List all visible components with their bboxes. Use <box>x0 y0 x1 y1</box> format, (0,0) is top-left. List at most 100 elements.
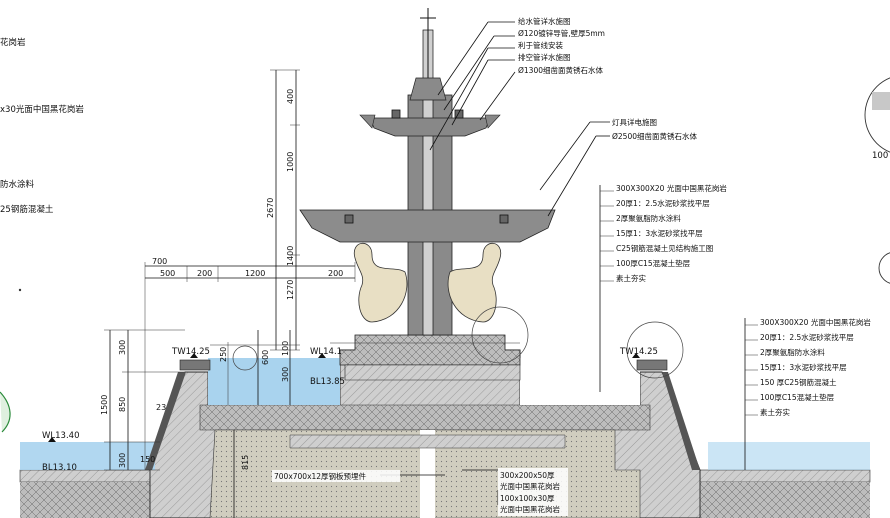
callout-embed-plate: 700x700x12厚钢板预埋件 <box>274 471 367 481</box>
callout-stone-1a: 300x200x50厚 <box>500 471 555 480</box>
lower-bowl <box>299 209 556 243</box>
dim-200b: 200 <box>328 269 343 278</box>
right-slope-stone <box>662 372 700 470</box>
right-layer-list: 300X300X20 光面中国黑花岗岩 20厚1：2.5水泥砂浆找平层 2厚聚氨… <box>745 317 871 417</box>
water-bodies <box>20 358 870 470</box>
stepped-plinth <box>339 334 521 381</box>
center-layer-7: 素土夯实 <box>616 273 646 283</box>
dim-100: 100 <box>281 341 290 356</box>
dim-815: 815 <box>241 455 250 470</box>
right-detail-fill <box>872 92 890 110</box>
dim-1500: 1500 <box>100 395 109 415</box>
center-layer-2: 20厚1：2.5水泥砂浆找平层 <box>616 198 710 208</box>
inner-water-left <box>208 358 340 405</box>
dim-700: 700 <box>152 257 167 266</box>
dim-1270: 1270 <box>286 280 295 300</box>
right-layer-1: 300X300X20 光面中国黑花岗岩 <box>760 317 871 327</box>
upper-bowl-lip-left <box>359 114 376 129</box>
right-dim-text: 100 <box>872 151 888 161</box>
center-layer-1: 300X300X20 光面中国黑花岗岩 <box>616 183 727 193</box>
nozzle-1 <box>391 109 401 119</box>
callout-stone-1b: 光面中国黑花岗岩 <box>500 481 560 491</box>
inner-basin-slab <box>199 404 651 431</box>
callout-top-4: 排空管详水施图 <box>518 52 571 62</box>
right-layer-4: 15厚1：3水泥砂浆找平层 <box>760 362 847 372</box>
dim-200a: 200 <box>197 269 212 278</box>
outer-pool-floor-right <box>699 469 871 483</box>
left-slope-stone <box>145 372 186 470</box>
plinth-step-2 <box>344 364 521 381</box>
callout-stone-2b: 光面中国黑花岗岩 <box>500 504 560 514</box>
right-layer-6: 100厚C15混凝土垫层 <box>760 392 835 402</box>
level-tw-right: TW14.25 <box>619 347 658 357</box>
right-layer-2: 20厚1：2.5水泥砂浆找平层 <box>760 332 854 342</box>
upper-bowl-lip-right <box>484 114 501 129</box>
dim-23: 23 <box>156 403 166 412</box>
nozzle-3 <box>344 214 354 224</box>
dim-150: 150 <box>140 455 155 464</box>
right-detail-circle-2 <box>878 252 890 284</box>
dim-600: 600 <box>261 350 270 365</box>
right-edge-fragment: 100 <box>864 77 890 284</box>
right-detail-circle <box>864 77 890 153</box>
dim-300a: 300 <box>118 340 127 355</box>
outer-pool-slab-left <box>20 482 160 518</box>
callout-mid-1: 灯具详电施图 <box>612 117 657 127</box>
dim-300c: 300 <box>118 453 127 468</box>
pipe-trench <box>289 434 566 449</box>
center-layer-3: 2厚聚氨脂防水涂料 <box>616 213 681 223</box>
left-label-3: 防水涂料 <box>0 179 35 190</box>
center-layer-list: 300X300X20 光面中国黑花岗岩 20厚1：2.5水泥砂浆找平层 2厚聚氨… <box>600 183 727 283</box>
bottom-callouts: 700x700x12厚钢板预埋件 300x200x50厚 光面中国黑花岗岩 10… <box>272 468 568 516</box>
right-layer-7: 素土夯实 <box>760 407 790 417</box>
level-wl-outer: WL13.40 <box>42 431 79 441</box>
dim-1000: 1000 <box>286 152 295 172</box>
level-bl-outer: BL13.10 <box>42 463 77 473</box>
callout-mid-2: Ø2500细凿面黄锈石水体 <box>612 131 697 141</box>
upper-bowl <box>369 117 491 137</box>
detail-circle-center <box>471 306 529 364</box>
left-label-2: x30光面中国黑花岗岩 <box>0 104 84 115</box>
callout-stone-2a: 100x100x30厚 <box>500 494 555 503</box>
left-label-4: 25钢筋混凝土 <box>0 204 54 215</box>
level-bl-inner: BL13.85 <box>310 377 345 387</box>
callout-top-2: Ø120镀锌导管,壁厚5mm <box>518 28 605 38</box>
dim-2670: 2670 <box>266 198 275 218</box>
outer-water-left <box>20 442 155 470</box>
finial-head <box>409 77 447 101</box>
dim-400: 400 <box>286 89 295 104</box>
center-layer-6: 100厚C15混凝土垫层 <box>616 258 691 268</box>
dim-500: 500 <box>160 269 175 278</box>
detail-circle-right <box>626 321 684 379</box>
mid-callouts: 灯具详电施图 Ø2500细凿面黄锈石水体 <box>612 117 697 141</box>
center-layer-4: 15厚1：3水泥砂浆找平层 <box>616 228 703 238</box>
outer-water-right <box>708 442 870 470</box>
dim-850: 850 <box>118 397 127 412</box>
dim-300b: 300 <box>281 367 290 382</box>
dimension-lines <box>104 69 520 518</box>
nozzle-2 <box>454 109 464 119</box>
center-layer-5: C25钢筋混凝土见结构施工图 <box>616 243 713 253</box>
left-mark-dot <box>18 288 22 292</box>
dim-1200: 1200 <box>245 269 265 278</box>
dim-1400: 1400 <box>286 246 295 266</box>
swan-right <box>447 242 502 323</box>
left-edge-fragment: 花岗岩 x30光面中国黑花岗岩 防水涂料 25钢筋混凝土 <box>0 37 84 433</box>
level-wl-inner: WL14.1 <box>310 347 342 357</box>
right-layer-3: 2厚聚氨脂防水涂料 <box>760 347 825 357</box>
left-label-1: 花岗岩 <box>0 37 26 48</box>
level-markers <box>48 353 640 442</box>
center-pipe-gap <box>420 430 435 518</box>
inner-water-right <box>520 358 640 405</box>
callout-top-5: Ø1300细凿面黄锈石水体 <box>518 65 603 75</box>
right-layer-5: 150 厚C25钢筋混凝土 <box>760 377 837 387</box>
right-coping <box>636 359 668 371</box>
leader-lines <box>380 21 746 505</box>
left-detail-circle <box>0 391 11 433</box>
nozzle-4 <box>499 214 509 224</box>
callout-top-1: 给水管详水施图 <box>518 16 571 26</box>
left-coping <box>179 359 211 371</box>
copings <box>145 359 700 470</box>
swan-left <box>353 242 408 323</box>
